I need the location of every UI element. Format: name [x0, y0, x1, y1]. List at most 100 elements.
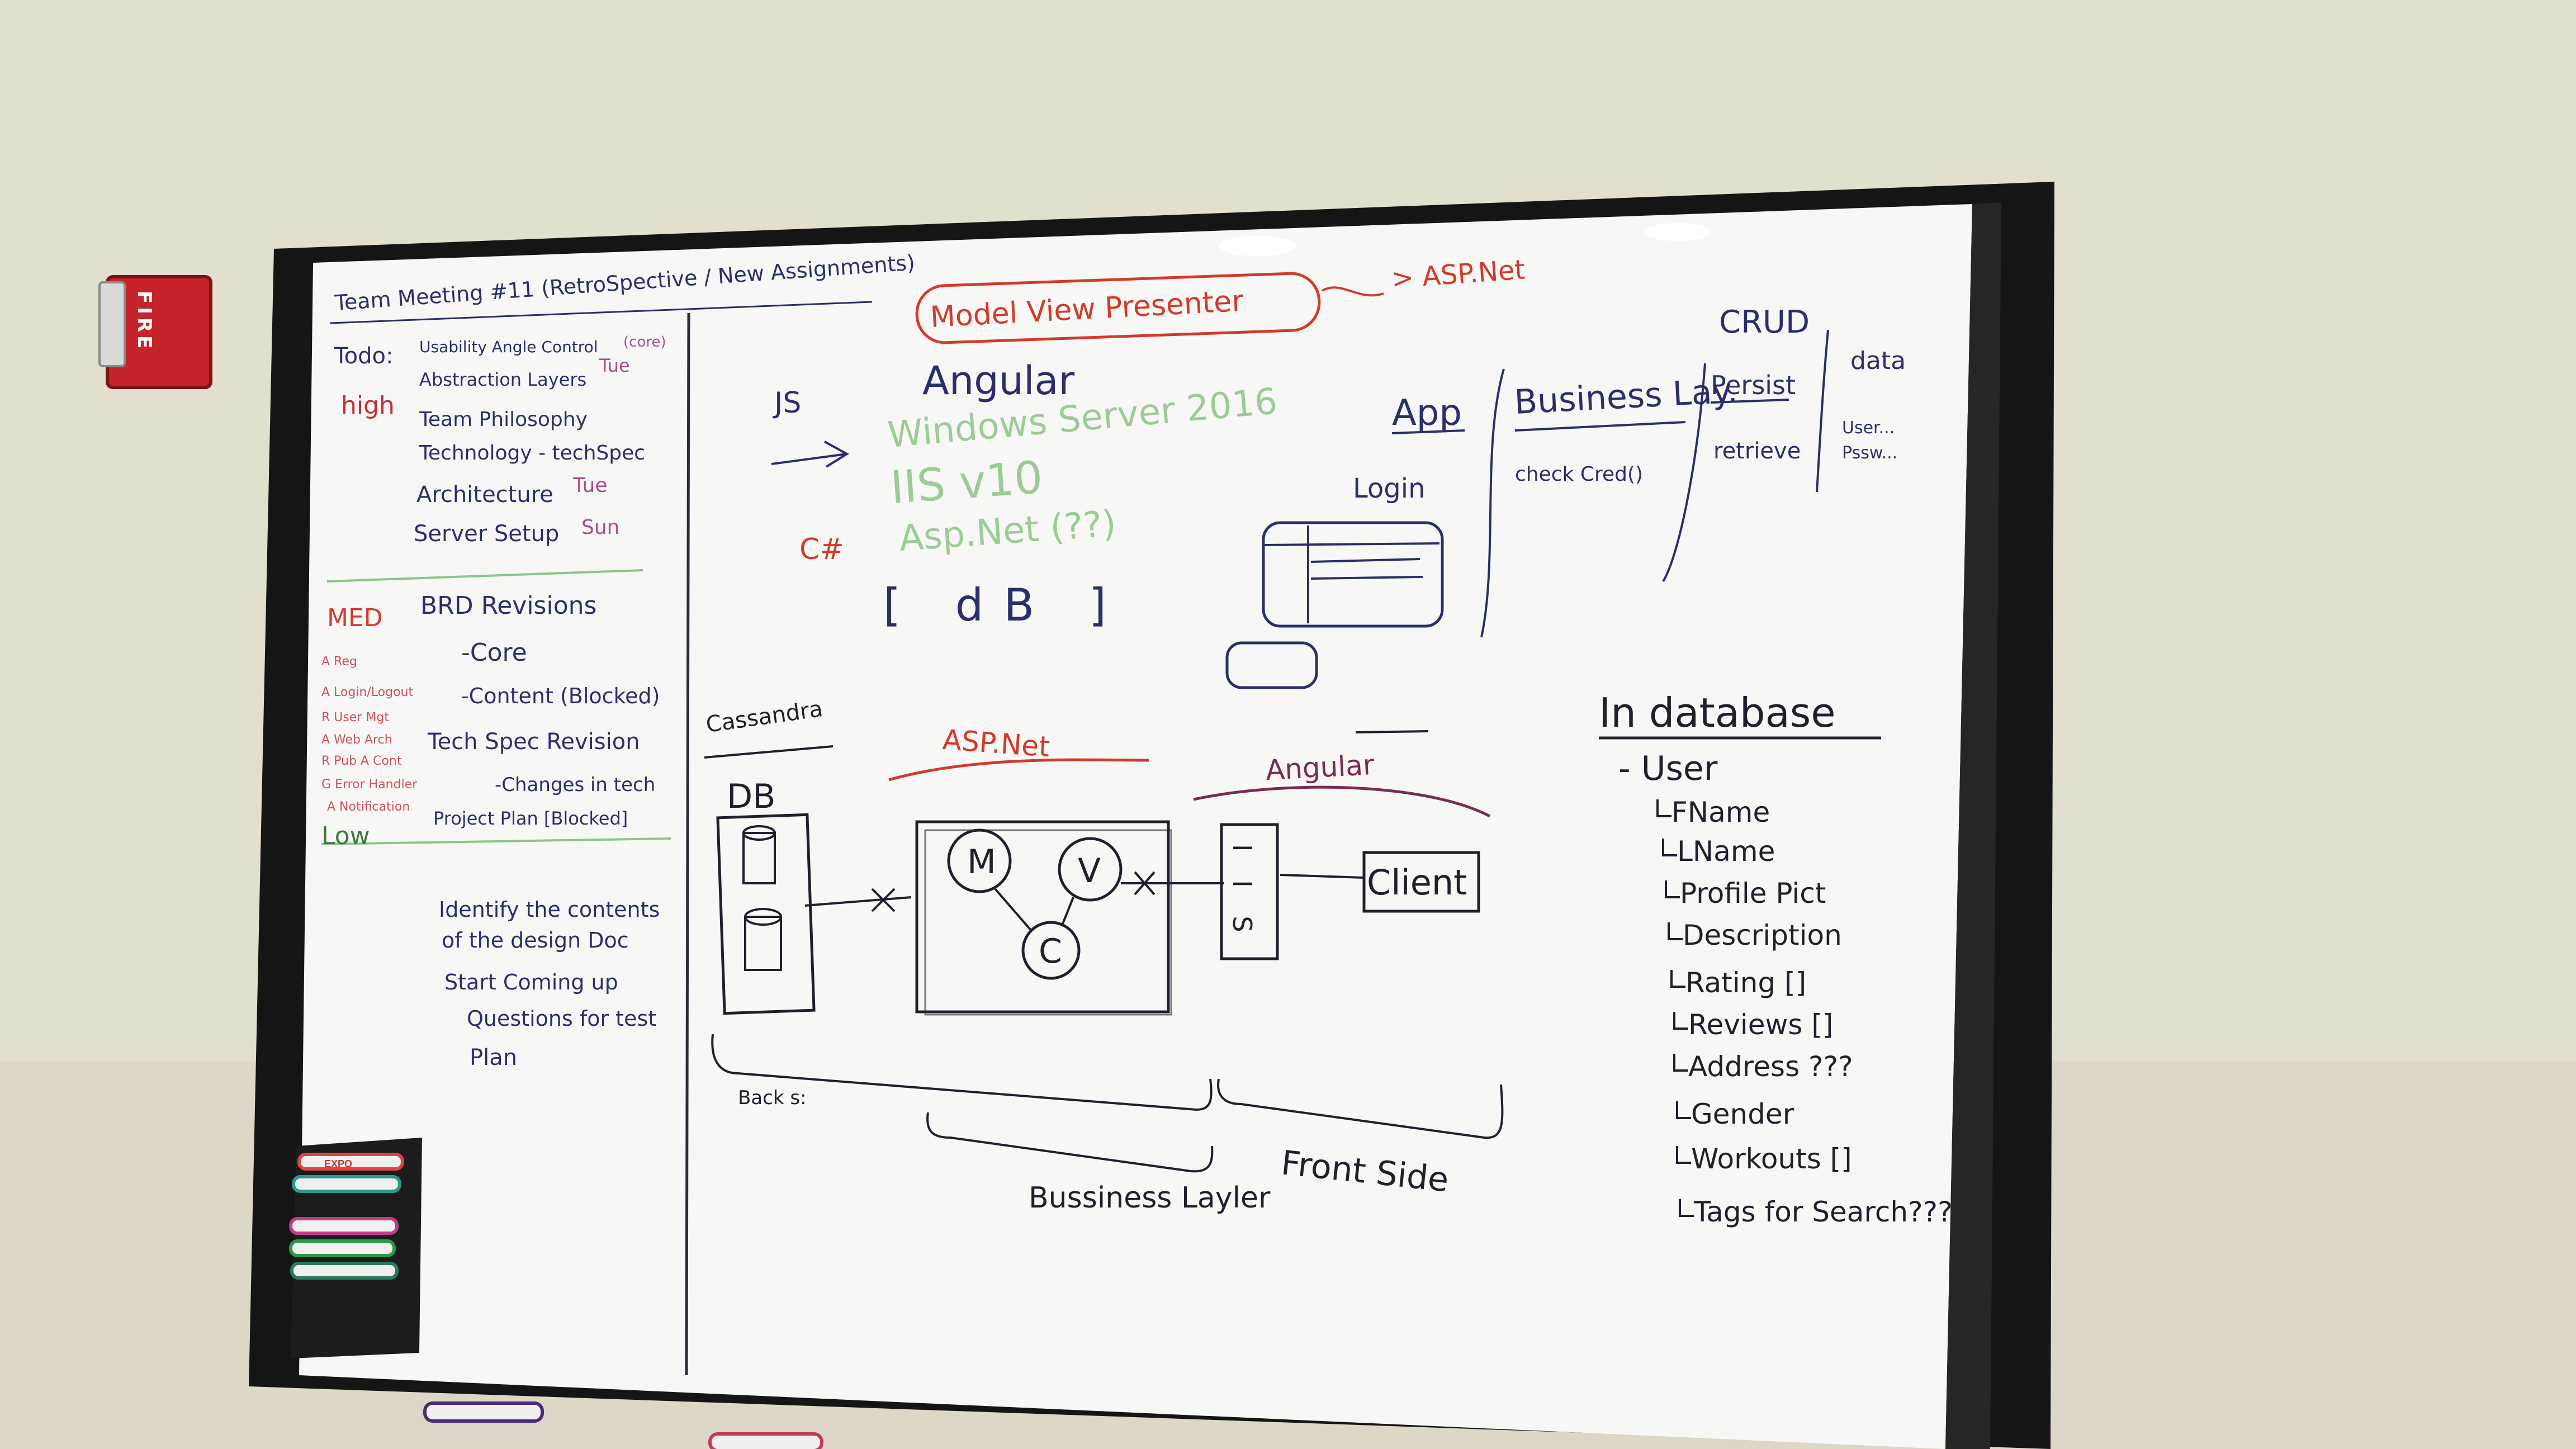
bracket	[926, 1112, 1214, 1173]
persist-label: Persist	[1711, 370, 1796, 400]
connector-x	[1134, 871, 1156, 896]
todo-item: Architecture	[416, 482, 553, 508]
todo-item: -Core	[461, 638, 527, 667]
js-label: JS	[773, 386, 801, 420]
brace	[1480, 368, 1505, 638]
todo-item: Project Plan [Blocked]	[433, 808, 628, 829]
data-label: data	[1850, 347, 1906, 375]
cassandra-underline	[704, 745, 834, 759]
glare	[1644, 223, 1711, 241]
business-underline	[1514, 421, 1686, 432]
board-surface	[299, 204, 1972, 1449]
pass-label: Pssw...	[1842, 443, 1897, 463]
high-label: high	[341, 391, 395, 420]
marker-purple	[423, 1401, 544, 1423]
board-side	[1945, 202, 2001, 1449]
db-field: Reviews []	[1688, 1008, 1833, 1041]
lower-item: Identify the contents	[439, 897, 660, 922]
db-label: DB	[727, 777, 775, 816]
db-box	[716, 813, 816, 1015]
fire-alarm: FIRE	[98, 275, 212, 389]
login-button-sketch	[1225, 641, 1318, 689]
med-assignees: A Reg A Login/Logout R User Mgt A Web Ar…	[321, 655, 418, 814]
med-label: MED	[327, 604, 383, 632]
marker-pink	[708, 1432, 823, 1449]
glare	[1219, 236, 1297, 256]
todo-item: Tech Spec Revision	[427, 729, 640, 755]
column-divider	[685, 312, 690, 1376]
mvc-c: C	[1039, 932, 1062, 971]
todo-note: Tue	[599, 355, 630, 376]
db-field: Tags for Search???	[1693, 1196, 1953, 1228]
marker-brand: EXPO	[324, 1158, 352, 1169]
app-label: App	[1392, 392, 1462, 434]
layer-divider	[1662, 363, 1706, 583]
aspnet-label: ASP.Net	[941, 723, 1051, 763]
aspnet-underline	[888, 758, 1149, 782]
lower-item: Start Coming up	[444, 970, 618, 995]
todo-item: Abstraction Layers	[419, 369, 586, 390]
business-layer-label: Bussiness Layler	[1029, 1181, 1271, 1215]
lower-item: Questions for test	[467, 1006, 656, 1031]
iis-diagram-label: I I S	[1227, 844, 1257, 943]
client-label: Client	[1367, 862, 1467, 903]
layer-divider	[1816, 329, 1829, 493]
lower-item: of the design Doc	[442, 928, 629, 953]
database-list: In database - User FName LName Profile P…	[1599, 689, 1953, 1228]
assignee: A Web Arch	[321, 733, 392, 747]
login-window	[1262, 521, 1444, 628]
db-field: Address ???	[1688, 1050, 1853, 1083]
markers	[289, 1153, 404, 1280]
db-field: FName	[1671, 796, 1770, 828]
todo-item: -Content (Blocked)	[461, 684, 660, 708]
marker-red	[297, 1153, 404, 1171]
bracket	[711, 1034, 1213, 1111]
db-field: Gender	[1691, 1098, 1794, 1130]
marker-tray: EXPO	[289, 1138, 422, 1358]
app-layers: App Login Business Lay. check Cred() CRU…	[1225, 304, 1906, 689]
todo-item: -Changes in tech	[495, 774, 655, 796]
todo-label: Todo:	[334, 343, 393, 369]
db-field: Description	[1683, 919, 1842, 951]
iis-box	[1220, 823, 1279, 960]
todo-item: Usability Angle Control	[419, 338, 598, 356]
todo-item: BRD Revisions	[420, 591, 596, 620]
assignee: A Reg	[321, 655, 357, 669]
todo-note: Tue	[572, 474, 608, 497]
stack-arrow	[771, 441, 849, 468]
crud-label: CRUD	[1719, 304, 1810, 340]
user-label: User...	[1842, 418, 1895, 438]
db-stack-label: [ dB ]	[883, 579, 1126, 631]
low-label: Low	[321, 822, 370, 850]
lower-item: Plan	[470, 1045, 517, 1071]
marker-magenta	[289, 1217, 399, 1235]
assignee: G Error Handler	[321, 778, 418, 792]
mvp-arrow	[1322, 286, 1384, 297]
section-line	[326, 569, 643, 583]
todo-item: Server Setup	[414, 521, 559, 547]
mvp-box	[915, 272, 1321, 344]
assignee: A Login/Logout	[321, 685, 414, 699]
db-field: LName	[1677, 835, 1775, 868]
marker-darkgreen	[290, 1262, 399, 1280]
database-title: In database	[1599, 689, 1836, 736]
connector-x	[871, 888, 896, 912]
app-underline	[1391, 429, 1465, 434]
marker-teal	[292, 1175, 401, 1193]
checkcred-label: check Cred()	[1515, 463, 1643, 486]
assignee: R User Mgt	[321, 711, 389, 724]
assignee: A Notification	[327, 800, 410, 814]
db-field: Profile Pict	[1680, 877, 1826, 910]
todo-note: (core)	[623, 334, 666, 351]
db-field: Rating []	[1685, 967, 1806, 999]
angular-label: Angular	[922, 358, 1074, 404]
bracket	[1217, 1078, 1504, 1139]
fire-alarm-label: FIRE	[133, 291, 155, 352]
angular-underline	[1193, 785, 1491, 818]
title-underline	[329, 301, 873, 324]
connector	[804, 896, 912, 907]
dash-line	[1355, 730, 1429, 733]
retrieve-label: retrieve	[1713, 438, 1801, 464]
todo-note: Sun	[581, 516, 619, 539]
